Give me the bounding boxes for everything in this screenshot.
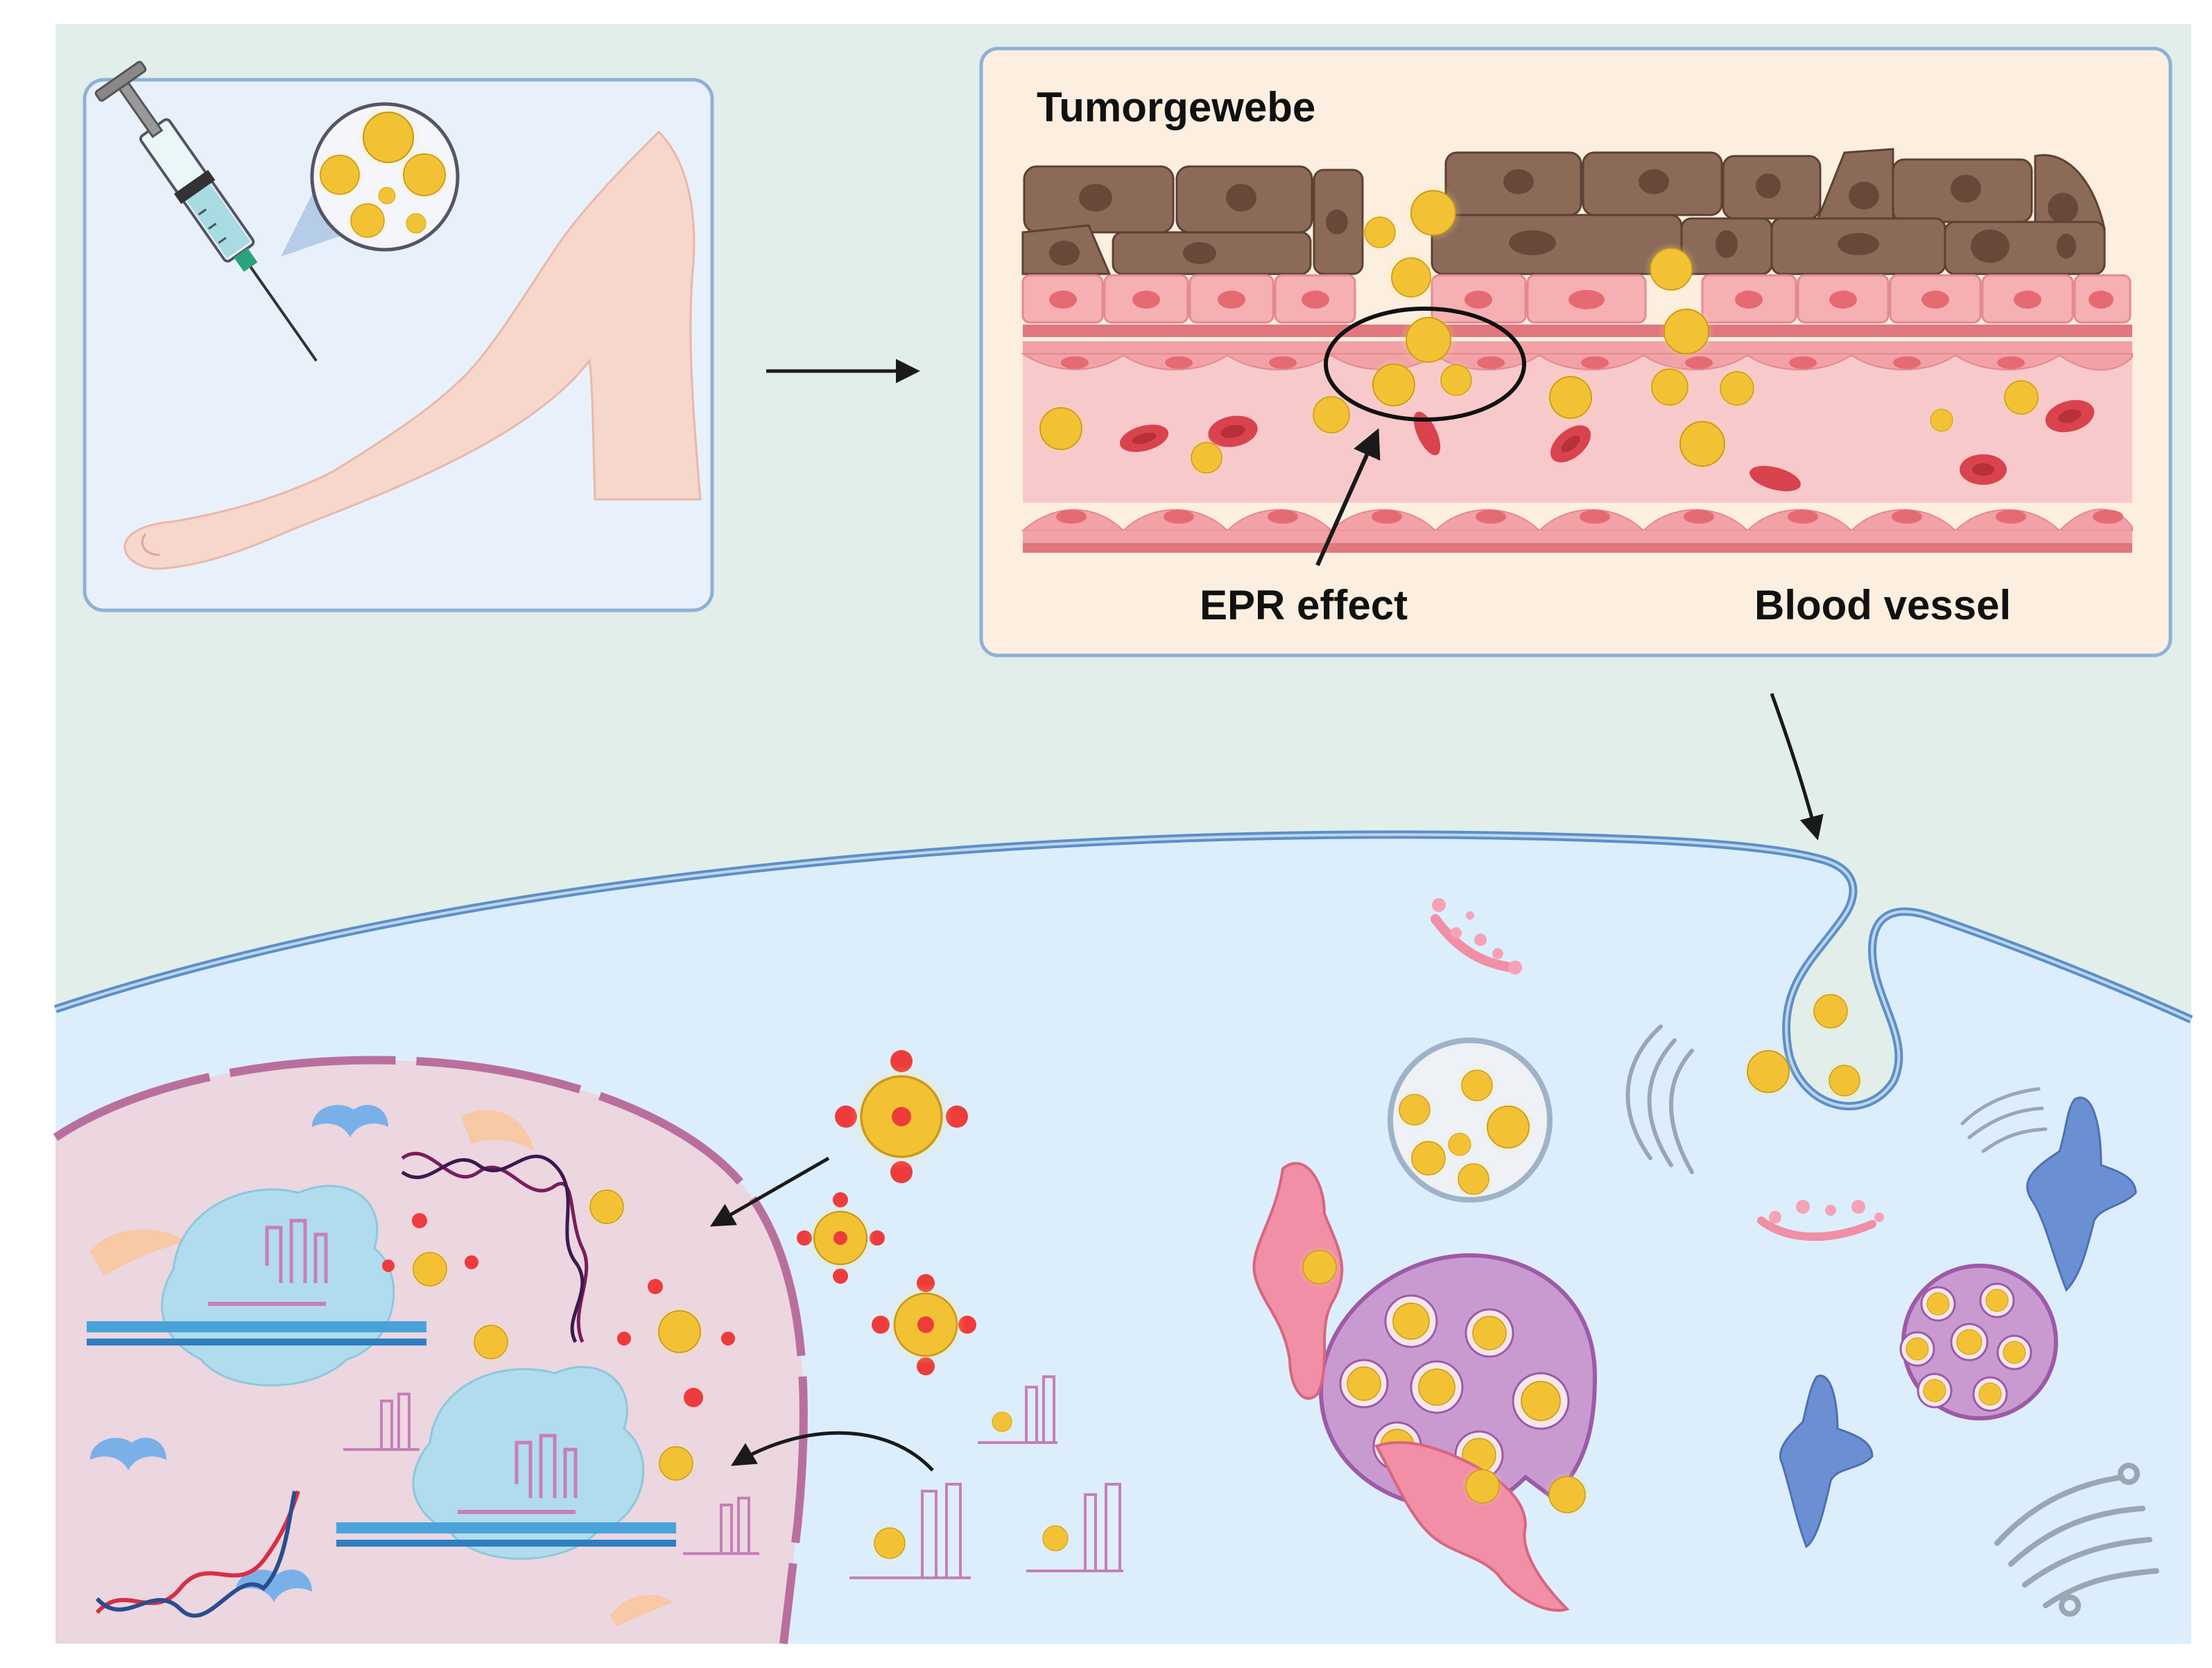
drug-loaded-nanoparticle-icon [835,1050,968,1183]
injection-panel [83,60,714,612]
dna-icon [401,1151,589,1343]
epr-highlight [1324,307,1526,422]
nanoparticle-icon [1403,183,1463,243]
nanoparticle-magnifier [310,102,460,252]
endothelial-cell-layer [1021,274,2132,324]
mitochondria-icon [1252,1162,1344,1400]
arm-icon [123,130,702,570]
organelle-blue [1779,1375,1874,1549]
drug-loaded-nanoparticle-icon [872,1274,976,1375]
golgi-icon [1994,1463,2159,1617]
vesicle-icon [1431,898,1522,974]
nucleus [53,1056,808,1644]
arrow-icon [730,1431,934,1472]
rna-hairpin-icon [343,1393,420,1451]
drug-loaded-nanoparticle-icon [797,1192,885,1284]
mitochondria-icon [1374,1441,1570,1612]
ribosome-icon [312,1105,388,1137]
golgi-icon [1960,1087,2048,1153]
lysosome-icon [1899,1264,2058,1420]
endosome-icon [1388,1038,1553,1203]
target-cell [53,830,2193,1644]
tumor-title: Tumorgewebe [1037,84,1315,130]
rna-nanoparticle-conjugates [849,1375,1123,1579]
tumor-panel: Tumorgewebe [979,46,2172,657]
blood-vessel-label: Blood vessel [1754,582,2011,628]
crispr-complex-icon [87,1185,426,1386]
arrow-icon [1770,693,1824,841]
epr-arrow [1315,428,1381,567]
dna-icon [95,1490,300,1618]
arrow-icon [709,1156,830,1227]
nuclear-envelope [53,1056,808,1644]
histone-icon [90,1229,187,1276]
syringe-icon [94,60,318,362]
vesicle-icon [1757,1200,1884,1241]
red-blood-cells [1119,399,2095,492]
epr-label: EPR effect [1200,582,1408,628]
organelle-blue [2026,1097,2137,1292]
golgi-icon [1625,1024,1694,1174]
rna-hairpin-icon [978,1375,1057,1444]
crispr-complex-icon [336,1366,676,1560]
tumor-cell-layer [1021,148,2106,275]
drug-payload-dots [382,1213,735,1407]
